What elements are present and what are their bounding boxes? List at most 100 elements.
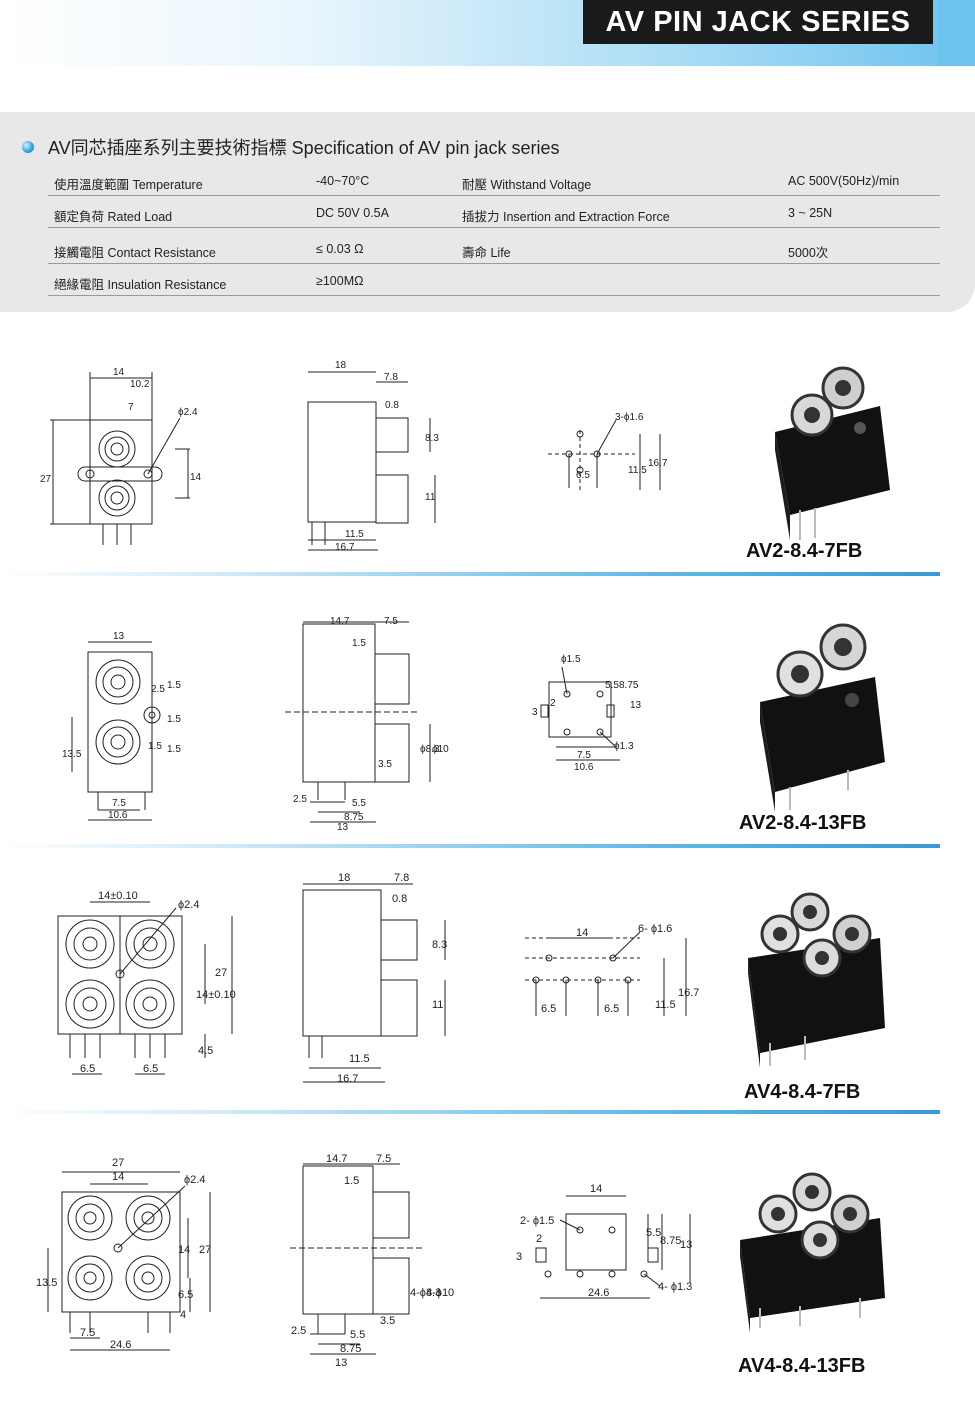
dim-label: 7.8 [384, 372, 398, 383]
dim-label: 1.5 [167, 744, 181, 755]
spec-label: 接觸電阻 Contact Resistance [54, 246, 216, 260]
dim-label: 7.5 [384, 616, 398, 627]
dim-label: 8.75 [619, 680, 639, 691]
dim-label: 1.5 [344, 1175, 359, 1187]
spec-label: 絕緣電阻 Insulation Resistance [54, 278, 227, 292]
spec-row: 額定負荷 Rated Load DC 50V 0.5A 插拔力 Insertio… [48, 196, 940, 228]
spec-label: 壽命 Life [462, 246, 511, 260]
dim-label: 24.6 [588, 1287, 609, 1299]
jack-photo [748, 892, 885, 1068]
dim-label: 13.5 [36, 1277, 57, 1289]
dim-label: 5.5 [646, 1227, 661, 1239]
dim-label: ϕ1.5 [561, 654, 581, 665]
dim-label: 14 [576, 927, 588, 939]
dim-label: 7.5 [80, 1327, 95, 1339]
dim-label: 4-ϕ10 [426, 1287, 454, 1299]
model-name: AV4-8.4-13FB [738, 1355, 866, 1377]
dim-label: 4-ϕ8.3 [410, 1287, 441, 1299]
dim-label: 7.5 [577, 750, 591, 761]
technical-drawing: 27 14 ϕ2.4 14 27 13.5 6.5 4 7.5 24.6 14.… [36, 1153, 885, 1369]
dim-label: 14 [190, 472, 202, 483]
technical-drawing: 13 2.5 1.5 1.5 1.5 1.5 13.5 7.5 10.6 14.… [62, 616, 885, 833]
title-box: AV PIN JACK SERIES [583, 0, 933, 44]
dim-label: 8.3 [425, 433, 439, 444]
spec-row: 使用溫度範圍 Temperature -40~70°C 耐壓 Withstand… [48, 164, 940, 196]
separator-line [0, 572, 940, 576]
dim-label: 11 [432, 999, 443, 1011]
dim-label: ϕ2.4 [184, 1174, 205, 1186]
jack-photo [740, 1172, 885, 1333]
dim-label: 1.5 [148, 741, 162, 752]
spec-heading-text: AV同芯插座系列主要技術指標 Specification of AV pin j… [48, 138, 560, 158]
spec-label: 額定負荷 Rated Load [54, 210, 173, 224]
dim-label: 6- ϕ1.6 [638, 923, 672, 935]
dim-label: 2.5 [293, 794, 307, 805]
separator-line [0, 844, 940, 848]
dim-label: 1.5 [352, 638, 366, 649]
dim-label: 3.5 [380, 1315, 395, 1327]
dim-label: 3 [516, 1251, 522, 1263]
dim-label: 4 [180, 1309, 186, 1321]
dim-label: 1.5 [167, 714, 181, 725]
dim-label: 10.6 [108, 810, 128, 821]
product-block: 14 10.2 7 ϕ2.4 27 14 18 7.8 0.8 8.3 11 1… [0, 340, 975, 610]
dim-label: 2.5 [291, 1325, 306, 1337]
dim-label: 27 [40, 474, 52, 485]
page-title: AV PIN JACK SERIES [605, 5, 911, 38]
spec-panel [0, 112, 975, 312]
dim-label: 11.5 [628, 465, 647, 476]
dim-label: 18 [335, 360, 347, 371]
spec-value: 5000次 [788, 246, 829, 260]
dim-label: 2- ϕ1.5 [520, 1215, 554, 1227]
title-tab [938, 0, 975, 66]
dim-label: 14.7 [330, 616, 350, 627]
dim-label: 7.5 [112, 798, 126, 809]
dim-label: 7.5 [376, 1153, 391, 1165]
product-block: 27 14 ϕ2.4 14 27 13.5 6.5 4 7.5 24.6 14.… [0, 1148, 975, 1403]
dim-label: 16.7 [678, 987, 699, 999]
dim-label: 6.5 [80, 1063, 95, 1075]
dim-label: 11.5 [655, 999, 676, 1011]
product-block: 13 2.5 1.5 1.5 1.5 1.5 13.5 7.5 10.6 14.… [0, 612, 975, 882]
dim-label: 2 [550, 698, 556, 709]
separator-line [0, 1110, 940, 1114]
dim-label: 13 [680, 1239, 692, 1251]
dim-label: 14 [112, 1171, 124, 1183]
model-name: AV2-8.4-7FB [746, 540, 863, 562]
jack-photo [760, 623, 885, 812]
dim-label: 13 [630, 700, 642, 711]
model-name: AV4-8.4-7FB [744, 1081, 861, 1103]
dim-label: 2.5 [151, 684, 165, 695]
dim-label: ϕ2.4 [178, 407, 198, 418]
dim-label: 14.7 [326, 1153, 347, 1165]
bullet-icon [22, 141, 34, 153]
dim-label: 0.8 [392, 893, 407, 905]
model-name: AV2-8.4-13FB [739, 812, 867, 834]
dim-label: ϕ2.4 [178, 899, 199, 911]
dim-label: 4- ϕ1.3 [658, 1281, 692, 1293]
spec-row: 接觸電阻 Contact Resistance ≤ 0.03 Ω 壽命 Life… [48, 232, 940, 264]
spec-value: 3 ~ 25N [788, 206, 833, 220]
dim-label: 13 [335, 1357, 347, 1369]
dim-label: 6.5 [143, 1063, 158, 1075]
dim-label: 5.5 [352, 798, 366, 809]
dim-label: 24.6 [110, 1339, 131, 1351]
dim-label: 3-ϕ1.6 [615, 412, 644, 423]
dim-label: 11.5 [349, 1053, 370, 1065]
spec-heading: AV同芯插座系列主要技術指標 Specification of AV pin j… [22, 134, 559, 160]
dim-label: 13 [113, 631, 125, 642]
dim-label: 14 [113, 367, 125, 378]
dim-label: 11.5 [345, 529, 364, 540]
dim-label: 7 [128, 402, 134, 413]
dim-label: ϕ1.3 [614, 741, 634, 752]
dim-label: 27 [215, 967, 227, 979]
spec-label: 使用溫度範圍 Temperature [54, 178, 203, 192]
spec-label: 插拔力 Insertion and Extraction Force [462, 210, 670, 224]
dim-label: 16.7 [335, 542, 355, 553]
dim-label: 6.5 [604, 1003, 619, 1015]
technical-drawing: 14±0.10 ϕ2.4 14±0.10 27 4.5 6.5 6.5 18 7… [57, 872, 885, 1085]
dim-label: ϕ10 [432, 744, 449, 755]
dim-label: 11 [425, 492, 436, 503]
dim-label: 7.8 [394, 872, 409, 884]
spec-value: -40~70°C [316, 174, 370, 188]
